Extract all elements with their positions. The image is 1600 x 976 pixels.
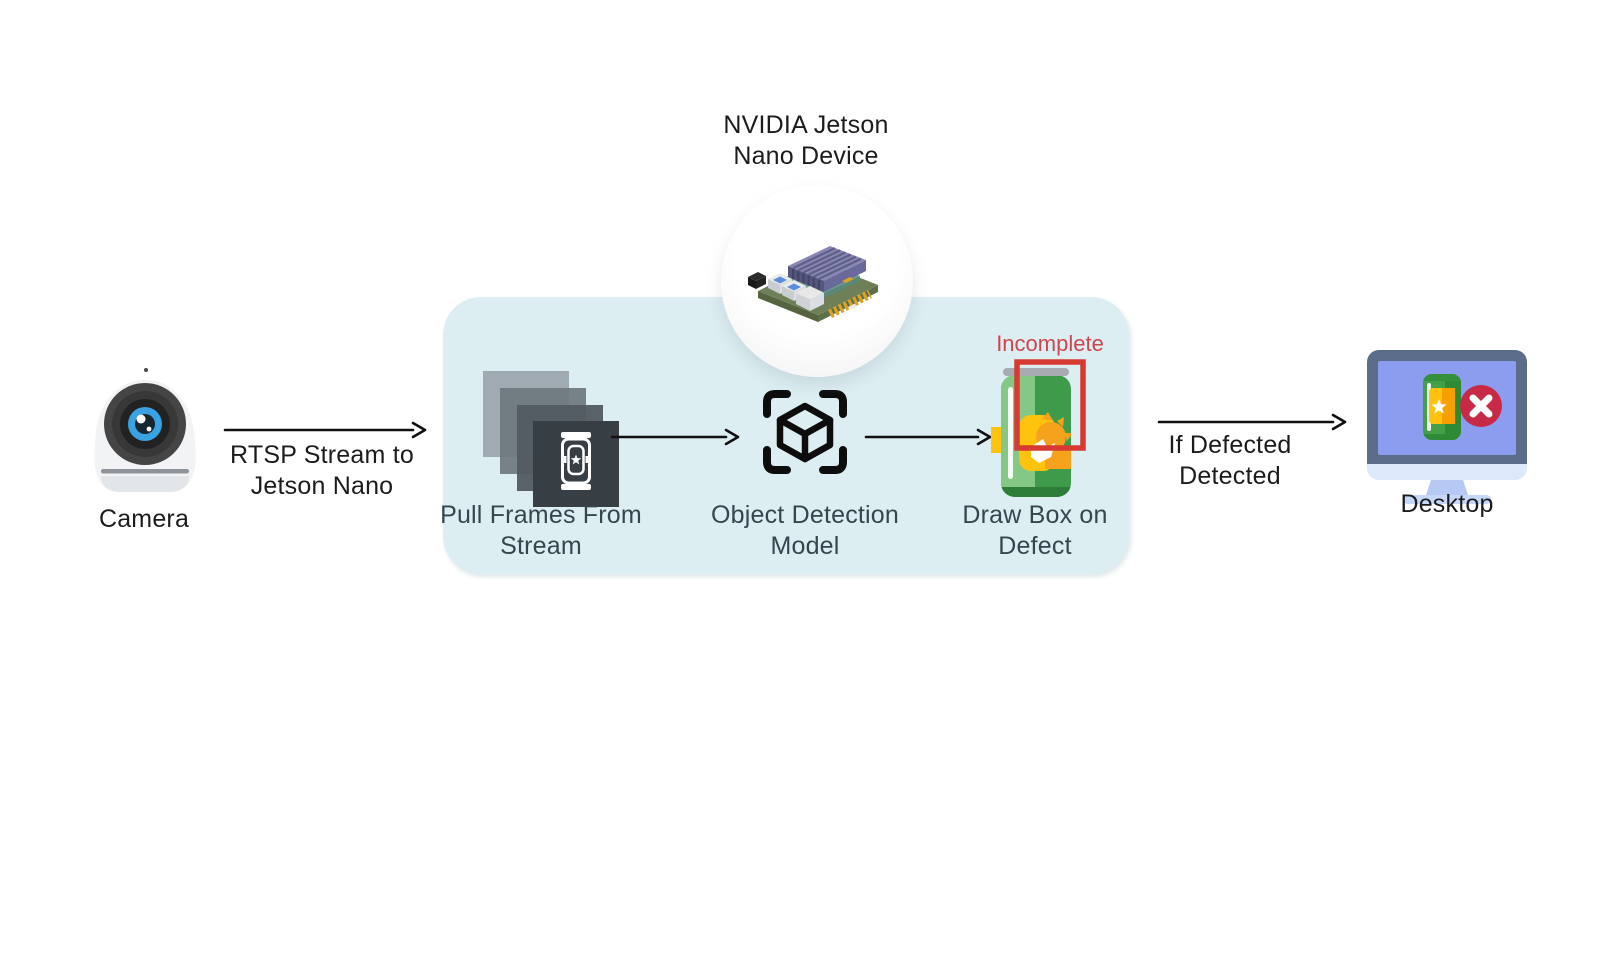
reject-x-icon (1469, 394, 1493, 418)
rtsp-arrow-right-icon (223, 421, 427, 439)
device-title-line2: Nano Device (733, 142, 879, 170)
step-pull-frames-line1: Pull Frames From (440, 501, 642, 529)
jetson-nano-board-icon (748, 246, 878, 322)
dome-camera-icon (94, 368, 196, 492)
step-pull-frames-line2: Stream (500, 532, 582, 560)
defect-arrow-right-icon (1157, 413, 1347, 431)
step-object-detection-line1: Object Detection (710, 501, 899, 529)
incomplete-tag: Incomplete (996, 331, 1104, 356)
jetson-nano-photo-badge (721, 185, 913, 377)
device-title-line1: NVIDIA Jetson (723, 111, 889, 139)
frames-to-model-arrow-icon (610, 428, 740, 446)
stacked-frames-can-icon (483, 371, 619, 507)
step-pull-frames-label: Pull Frames From Stream (431, 500, 651, 562)
screen-can-graphic (1423, 374, 1502, 440)
step-object-detection-label: Object Detection Model (695, 500, 915, 562)
device-title: NVIDIA Jetson Nano Device (646, 110, 966, 172)
defect-can-bounding-box-icon (991, 359, 1086, 497)
step-draw-box-label: Draw Box on Defect (925, 500, 1145, 562)
defect-arrow-label-line1: If Defected (1168, 431, 1292, 459)
rtsp-arrow-label-line2: Jetson Nano (250, 472, 394, 500)
cube-scan-icon (763, 390, 847, 474)
defect-arrow-label-line2: Detected (1179, 462, 1281, 490)
frame-can-glyph (561, 432, 591, 490)
desktop-label: Desktop (1400, 490, 1494, 518)
step-draw-box-line1: Draw Box on (962, 501, 1108, 529)
model-to-drawbox-arrow-icon (864, 428, 992, 446)
rtsp-arrow-label: RTSP Stream to Jetson Nano (210, 440, 434, 502)
defect-arrow-label: If Defected Detected (1128, 430, 1332, 492)
step-draw-box-line2: Defect (998, 532, 1072, 560)
monitor-rejected-can-icon (1367, 350, 1527, 504)
rtsp-arrow-label-line1: RTSP Stream to (230, 441, 414, 469)
step-object-detection-line2: Model (770, 532, 840, 560)
defect-bounding-box (1014, 359, 1086, 451)
camera-label: Camera (98, 505, 190, 533)
